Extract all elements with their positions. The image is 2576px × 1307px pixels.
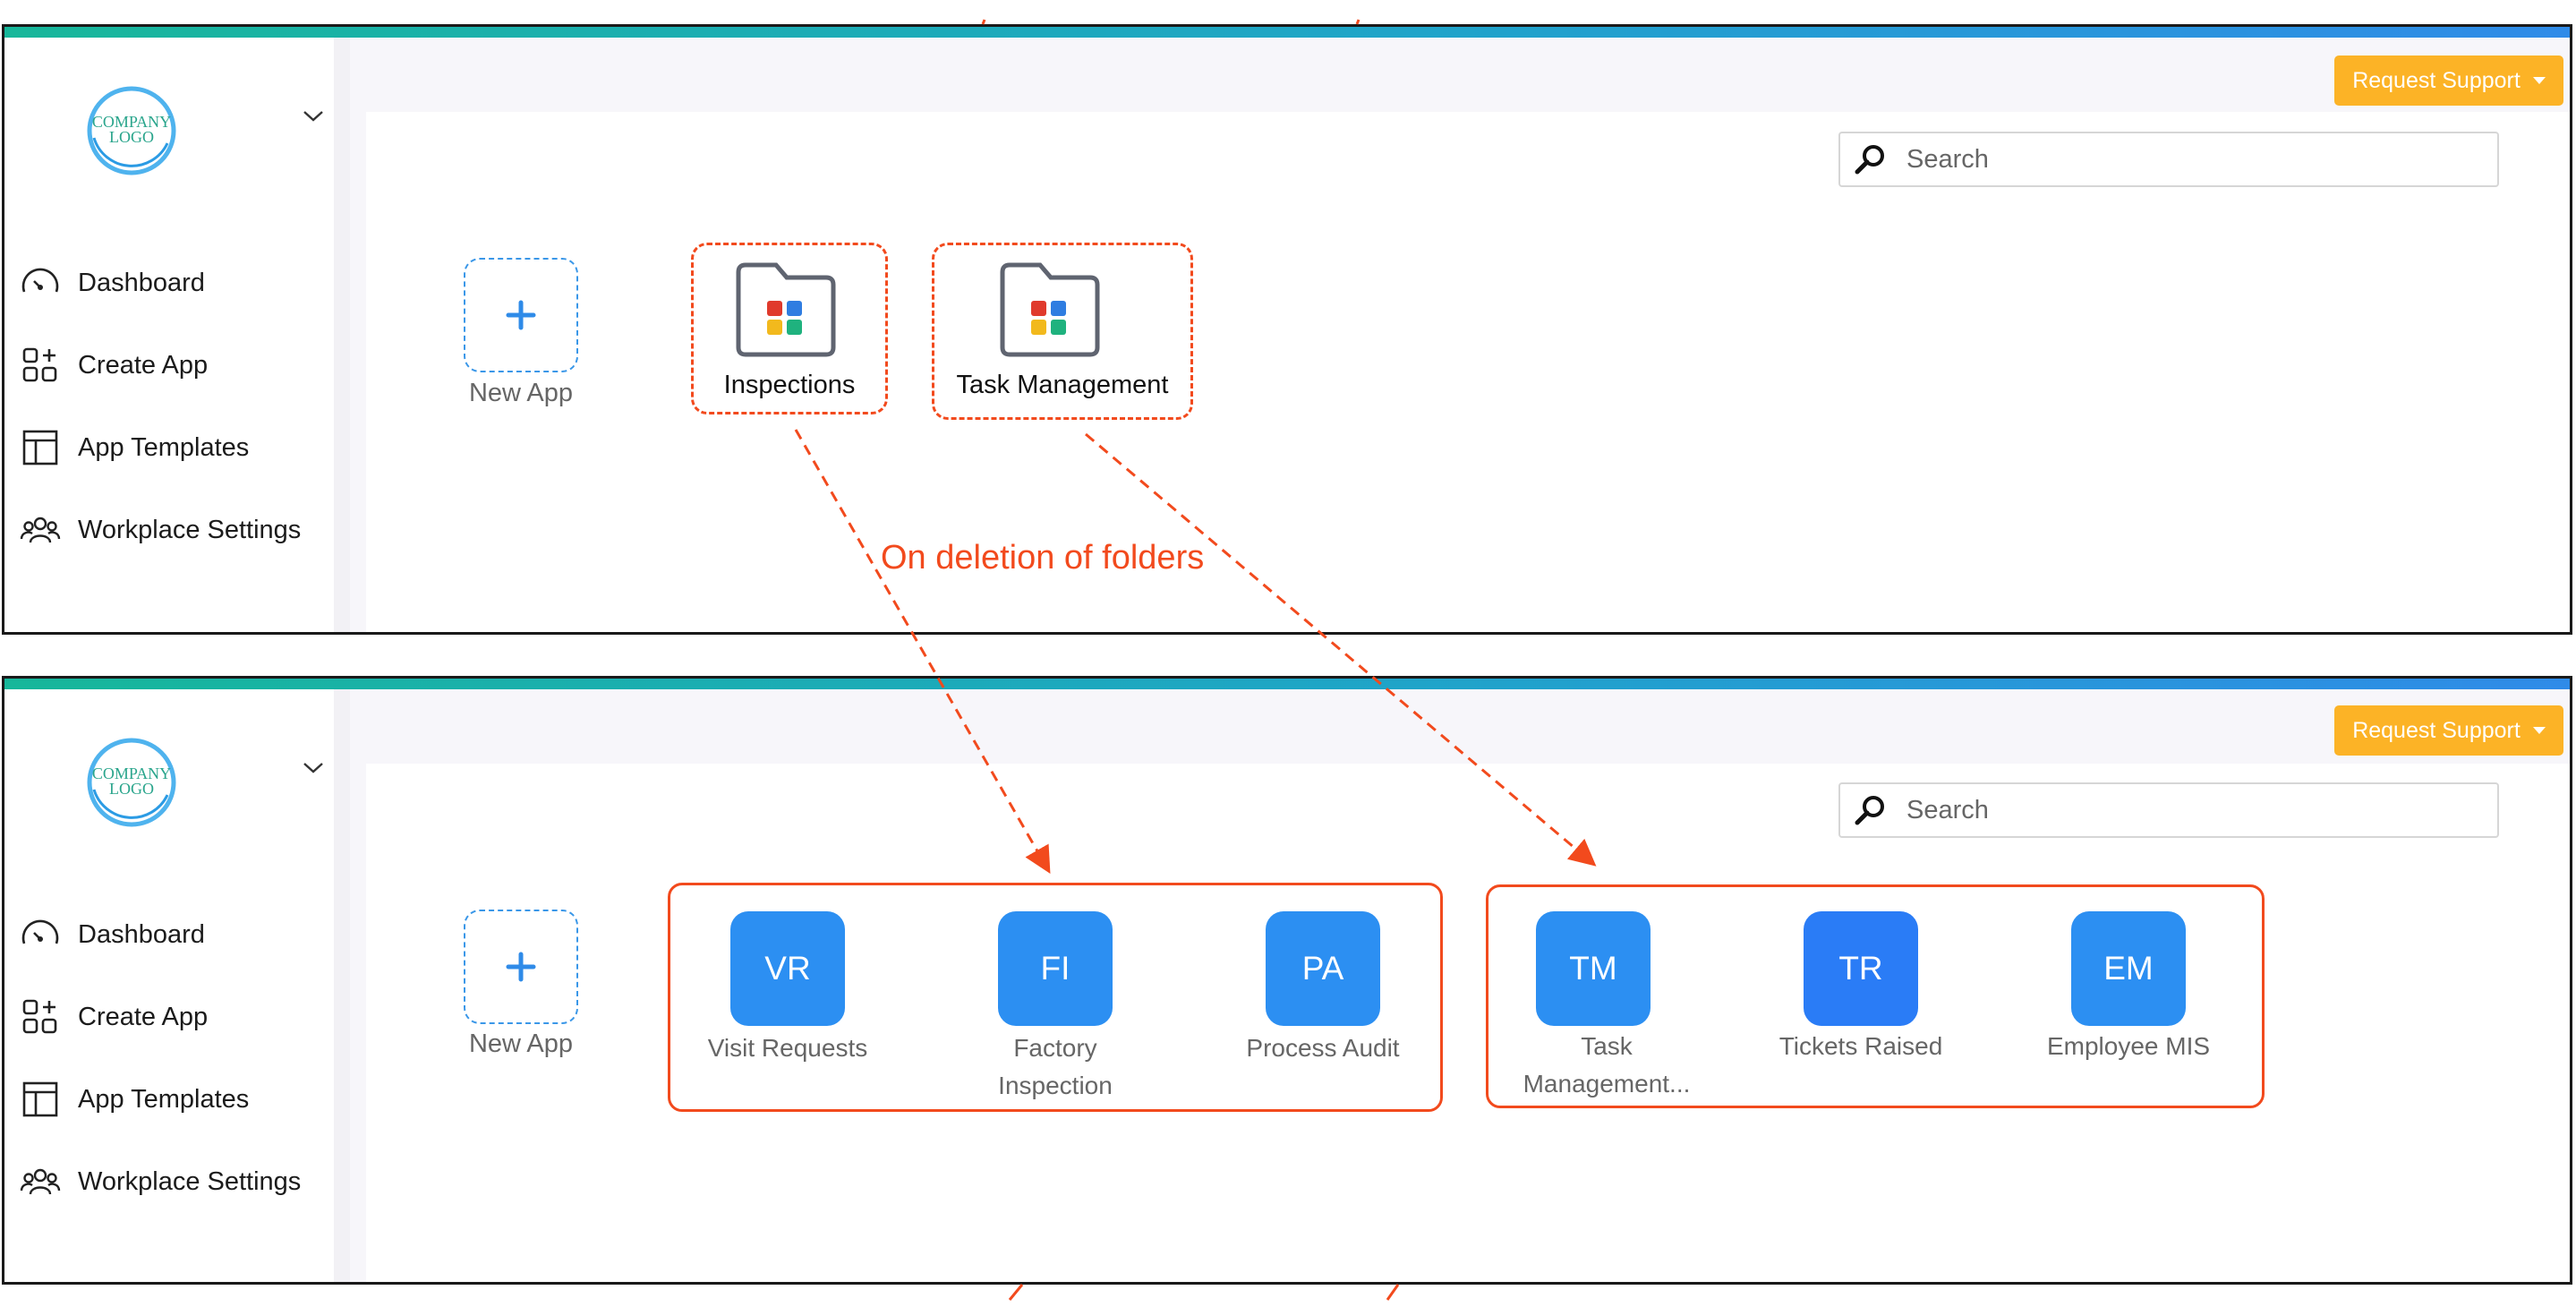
app-initials: TM: [1569, 950, 1617, 987]
app-initials: PA: [1301, 950, 1344, 987]
accent-bar: [4, 27, 2570, 38]
app-tile-task-management[interactable]: TM: [1536, 911, 1651, 1026]
app-tile-tickets-raised[interactable]: TR: [1804, 911, 1918, 1026]
request-support-button[interactable]: Request Support: [2334, 56, 2563, 106]
folder-task-management[interactable]: Task Management: [932, 243, 1193, 420]
gauge-icon: [21, 268, 59, 293]
folder-icon: [1000, 262, 1100, 357]
request-support-label: Request Support: [2352, 67, 2521, 93]
search-input[interactable]: [1905, 143, 2445, 175]
app-label: Process Audit: [1246, 1034, 1400, 1062]
app-initials: TR: [1838, 950, 1883, 987]
search-box[interactable]: [1838, 132, 2499, 187]
company-logo: COMPANY LOGO: [85, 84, 178, 177]
nav-item-workplace-settings[interactable]: Workplace Settings: [19, 507, 301, 553]
app-label: Factory Inspection: [998, 1034, 1113, 1099]
nav-label: Dashboard: [78, 919, 205, 949]
annotation-label: On deletion of folders: [881, 539, 1205, 577]
nav-item-dashboard[interactable]: Dashboard: [19, 260, 205, 306]
app-label: Task Management...: [1523, 1032, 1691, 1098]
nav-label: App Templates: [78, 1084, 250, 1114]
caret-down-icon: [2532, 77, 2546, 84]
top-bar: [350, 689, 2570, 764]
sidebar: COMPANY LOGO Dashboard Create App: [4, 689, 334, 1282]
top-bar: [350, 38, 2570, 112]
folder-label: Inspections: [723, 371, 856, 399]
new-app-label: New App: [468, 379, 574, 407]
grid-plus-icon: [22, 347, 57, 382]
sidebar: COMPANY LOGO Dashboard Create App: [4, 38, 334, 632]
app-label: Employee MIS: [2046, 1032, 2211, 1060]
nav-label: Create App: [78, 1002, 209, 1031]
chevron-down-icon[interactable]: [302, 759, 325, 777]
app-label: Tickets Raised: [1778, 1032, 1943, 1060]
new-app-button[interactable]: [464, 910, 578, 1024]
app-tile-process-audit[interactable]: PA: [1266, 911, 1380, 1026]
new-app-button[interactable]: [464, 258, 578, 372]
nav-label: Create App: [78, 350, 209, 380]
folder-label: Task Management: [956, 371, 1169, 399]
sidebar-divider: [334, 689, 350, 1282]
arrow-stub: [1008, 1284, 1024, 1301]
chevron-down-icon[interactable]: [302, 107, 325, 125]
company-logo: COMPANY LOGO: [85, 736, 178, 829]
app-tile-visit-requests[interactable]: VR: [730, 911, 845, 1026]
request-support-button[interactable]: Request Support: [2334, 705, 2563, 756]
gauge-icon: [21, 919, 59, 944]
app-initials: EM: [2103, 950, 2154, 987]
arrow-stub: [1386, 1284, 1400, 1301]
folder-inspections[interactable]: Inspections: [691, 243, 888, 414]
after-screen: COMPANY LOGO Dashboard Create App: [2, 676, 2572, 1285]
users-icon: [20, 1168, 61, 1195]
folder-icon: [736, 262, 836, 357]
nav-item-create-app[interactable]: Create App: [19, 342, 208, 389]
main-content: [350, 112, 2570, 632]
caret-down-icon: [2532, 727, 2546, 734]
nav-item-app-templates[interactable]: App Templates: [19, 424, 249, 471]
logo-text: COMPANY LOGO: [91, 765, 172, 798]
search-box[interactable]: [1838, 782, 2499, 838]
nav-item-dashboard[interactable]: Dashboard: [19, 911, 205, 958]
template-icon: [22, 1081, 58, 1117]
app-tile-factory-inspection[interactable]: FI: [998, 911, 1113, 1026]
nav-label: Workplace Settings: [78, 515, 302, 544]
request-support-label: Request Support: [2352, 717, 2521, 743]
app-tile-employee-mis[interactable]: EM: [2071, 911, 2186, 1026]
search-icon: [1855, 145, 1884, 175]
before-screen: COMPANY LOGO Dashboard Create App: [2, 24, 2572, 635]
nav-item-workplace-settings[interactable]: Workplace Settings: [19, 1158, 301, 1205]
app-group-task-management: [1486, 884, 2265, 1108]
new-app-label: New App: [468, 1029, 574, 1058]
nav-label: App Templates: [78, 432, 250, 462]
plus-icon: [506, 952, 536, 982]
app-group-inspections: [668, 883, 1443, 1112]
accent-bar: [4, 679, 2570, 689]
grid-plus-icon: [22, 999, 57, 1034]
search-icon: [1855, 796, 1884, 825]
nav-item-create-app[interactable]: Create App: [19, 994, 208, 1040]
template-icon: [22, 430, 58, 466]
app-initials: VR: [764, 950, 811, 987]
nav-label: Dashboard: [78, 268, 205, 297]
plus-icon: [506, 300, 536, 330]
logo-text: COMPANY LOGO: [91, 113, 172, 146]
nav-label: Workplace Settings: [78, 1166, 302, 1196]
users-icon: [20, 517, 61, 543]
app-initials: FI: [1040, 950, 1070, 987]
sidebar-divider: [334, 38, 350, 632]
nav-item-app-templates[interactable]: App Templates: [19, 1076, 249, 1123]
search-input[interactable]: [1905, 794, 2445, 826]
app-label: Visit Requests: [707, 1034, 868, 1062]
